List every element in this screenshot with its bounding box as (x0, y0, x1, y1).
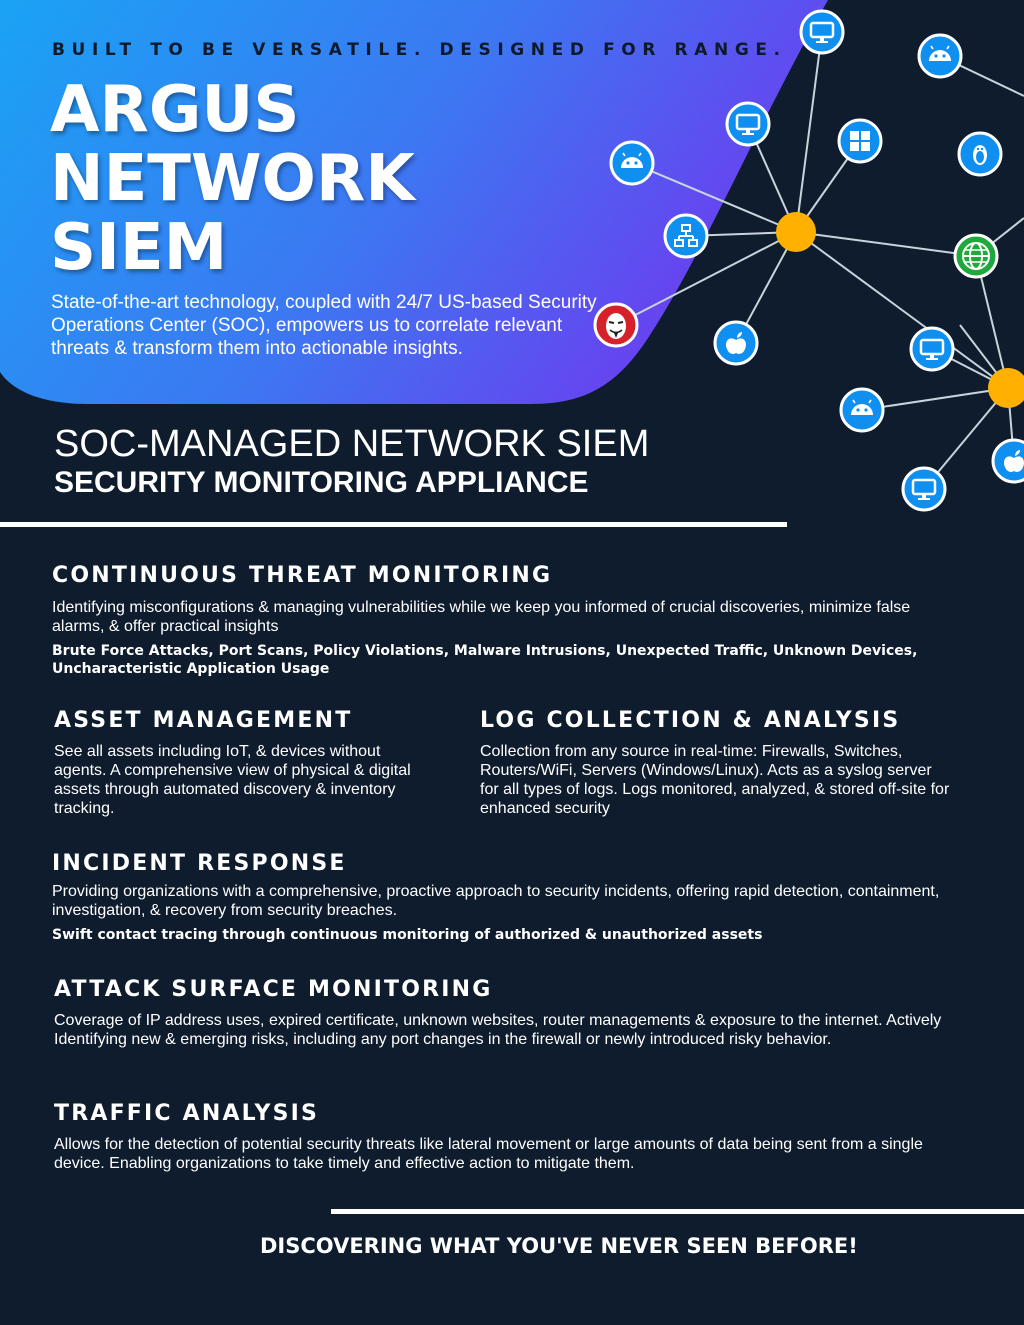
network-icon (663, 213, 709, 259)
hero-gradient-shape (0, 0, 828, 404)
android-icon (839, 387, 885, 433)
hub-node-secondary (988, 368, 1024, 408)
product-title-line-3: SIEM (50, 211, 228, 285)
apple-icon (991, 438, 1024, 484)
section-title-threat-monitoring: CONTINUOUS THREAT MONITORING (52, 563, 553, 588)
product-title: ARGUS NETWORK SIEM (50, 76, 415, 283)
section-title-log-collection: LOG COLLECTION & ANALYSIS (480, 708, 901, 733)
monitor-icon (725, 101, 771, 147)
soc-heading: SOC-MANAGED NETWORK SIEM (54, 423, 650, 465)
anonymous-mask-icon (593, 302, 639, 348)
section-text-incident-response: Providing organizations with a comprehen… (52, 883, 940, 919)
product-title-line-2: NETWORK (50, 142, 415, 216)
section-title-traffic-analysis: TRAFFIC ANALYSIS (54, 1101, 320, 1126)
section-text-asset-management: See all assets including IoT, & devices … (54, 743, 411, 817)
section-incident-highlight: Swift contact tracing through continuous… (52, 927, 763, 943)
apple-icon (713, 320, 759, 366)
intro-paragraph: State-of-the-art technology, coupled wit… (51, 292, 597, 359)
hero-banner: BUILT TO BE VERSATILE. DESIGNED FOR RANG… (0, 0, 1024, 405)
divider-top (0, 522, 787, 527)
section-threat-list: Brute Force Attacks, Port Scans, Policy … (52, 643, 918, 677)
section-text-log-collection: Collection from any source in real-time:… (480, 743, 950, 817)
monitor-icon (909, 326, 955, 372)
divider-bottom (331, 1209, 1024, 1214)
hub-node-primary (776, 212, 816, 252)
android-icon (917, 33, 963, 79)
section-text-traffic-analysis: Allows for the detection of potential se… (54, 1136, 923, 1172)
section-text-attack-surface: Coverage of IP address uses, expired cer… (54, 1012, 942, 1048)
linux-icon (957, 131, 1003, 177)
soc-subheading: SECURITY MONITORING APPLIANCE (54, 466, 589, 499)
tagline: BUILT TO BE VERSATILE. DESIGNED FOR RANG… (52, 40, 787, 60)
section-text-threat-monitoring: Identifying misconfigurations & managing… (52, 599, 911, 635)
monitor-icon (901, 466, 947, 512)
section-title-attack-surface: ATTACK SURFACE MONITORING (54, 977, 493, 1002)
section-title-asset-management: ASSET MANAGEMENT (54, 708, 353, 733)
windows-icon (837, 118, 883, 164)
footer-slogan: DISCOVERING WHAT YOU'VE NEVER SEEN BEFOR… (260, 1234, 858, 1258)
monitor-icon (799, 9, 845, 55)
section-title-incident-response: INCIDENT RESPONSE (52, 851, 347, 876)
android-icon (609, 140, 655, 186)
product-title-line-1: ARGUS (50, 73, 300, 147)
globe-icon (953, 233, 999, 279)
network-graph (593, 9, 1024, 512)
